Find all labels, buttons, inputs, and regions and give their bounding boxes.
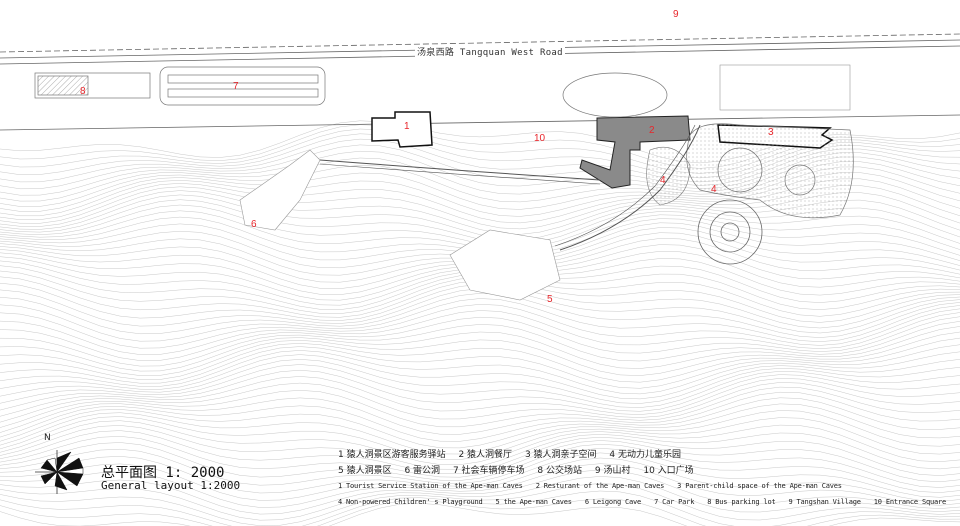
contour-line	[0, 293, 960, 338]
contour-line	[0, 369, 960, 412]
contour-line	[0, 457, 960, 502]
contour-line	[0, 304, 960, 349]
legend-en-item: 2 Resturant of the Ape-man Caves	[535, 482, 665, 490]
contour-line	[0, 442, 960, 488]
contour-line	[0, 425, 960, 470]
contour-line	[0, 321, 960, 367]
marker-5: 5	[547, 294, 553, 305]
restaurant-building	[579, 115, 691, 189]
legend-en-row-1: 1 Tourist Service Station of the Ape-man…	[338, 482, 851, 490]
contour-line	[0, 416, 960, 460]
legend-en-item: 7 Car Park	[654, 498, 695, 506]
contour-line	[0, 386, 960, 428]
plan-title-en: General layout 1:2000	[101, 479, 241, 492]
contour-line	[0, 463, 960, 508]
legend-en-item: 5 the Ape-man Caves	[495, 498, 572, 506]
contour-line	[0, 354, 960, 400]
legend-en-item: 3 Parent-child space of the Ape-man Cave…	[677, 482, 842, 490]
marker-1: 1	[404, 121, 410, 132]
legend-en-item: 4 Non-powered Children' s Playground	[338, 498, 483, 506]
plan-title-cn: 总平面图 1: 2000	[101, 465, 225, 481]
contour-line	[0, 448, 960, 493]
contour-line	[0, 331, 960, 376]
marker-10: 10	[534, 133, 546, 144]
contour-line	[0, 503, 960, 526]
contour-line	[0, 288, 960, 334]
legend-en-item: 10 Entrance Square	[873, 498, 947, 506]
road-label: 汤泉西路 Tangquan West Road	[415, 45, 565, 58]
contour-line	[0, 420, 960, 465]
legend-cn-item: 9 汤山村	[594, 466, 631, 476]
legend-cn-row-1: 1 猿人洞景区游客服务驿站 2 猿人洞餐厅 3 猿人洞亲子空间 4 无动力儿童乐…	[338, 447, 691, 460]
marker-8: 8	[80, 86, 86, 97]
legend-cn-item: 7 社会车辆停车场	[452, 466, 525, 476]
north-label: N	[44, 433, 51, 443]
legend-cn-item: 1 猿人洞景区游客服务驿站	[338, 450, 446, 460]
contour-line	[0, 498, 960, 526]
contour-line	[0, 410, 960, 455]
marker-4b: 4	[711, 184, 717, 195]
marker-2: 2	[649, 125, 655, 136]
contour-line	[0, 310, 960, 355]
contour-line	[0, 452, 960, 498]
legend-cn-item: 5 猿人洞景区	[338, 466, 392, 476]
north-arrow-icon	[35, 450, 84, 494]
legend-cn-item: 4 无动力儿童乐园	[609, 450, 681, 460]
contour-line	[0, 391, 960, 435]
contour-line	[0, 326, 960, 372]
contour-line	[0, 350, 960, 395]
legend-cn-item: 2 猿人洞餐厅	[458, 450, 513, 460]
marker-9: 9	[673, 9, 679, 20]
legend-en-row-2: 4 Non-powered Children' s Playground 5 t…	[338, 498, 955, 506]
marker-4a: 4	[660, 175, 666, 186]
legend-cn-item: 6 雷公洞	[404, 466, 441, 476]
legend-cn-item: 10 入口广场	[643, 466, 694, 476]
contour-line	[0, 403, 960, 449]
marker-7: 7	[233, 81, 239, 92]
contour-line	[0, 298, 960, 342]
legend-en-item: 6 Leigong Cave	[584, 498, 642, 506]
playground-ring	[697, 199, 763, 265]
marker-6: 6	[251, 219, 257, 230]
contour-line	[0, 469, 960, 515]
contour-line	[0, 359, 960, 404]
buildings	[239, 64, 854, 301]
legend-cn-item: 3 猿人洞亲子空间	[524, 450, 597, 460]
legend-en-item: 1 Tourist Service Station of the Ape-man…	[338, 482, 523, 490]
contour-line	[0, 382, 960, 423]
contour-line	[0, 344, 960, 389]
playground	[686, 123, 854, 219]
legend-en-item: 8 Bus parking lot	[707, 498, 776, 506]
contour-line	[0, 364, 960, 408]
parking-lots	[34, 66, 326, 106]
contour-line	[0, 483, 960, 526]
marker-3: 3	[768, 127, 774, 138]
tourist-service-station	[371, 111, 433, 148]
contour-line	[0, 490, 960, 526]
contour-line	[0, 476, 960, 521]
contour-line	[0, 436, 960, 483]
contour-line	[0, 376, 960, 417]
contour-line	[0, 337, 960, 383]
legend-cn-row-2: 5 猿人洞景区 6 雷公洞 7 社会车辆停车场 8 公交场站 9 汤山村 10 …	[338, 463, 704, 476]
contour-line	[0, 316, 960, 361]
legend-en-item: 9 Tangshan Village	[788, 498, 861, 506]
contour-line	[0, 397, 960, 442]
contour-line	[0, 430, 960, 476]
legend-cn-item: 8 公交场站	[537, 466, 582, 476]
